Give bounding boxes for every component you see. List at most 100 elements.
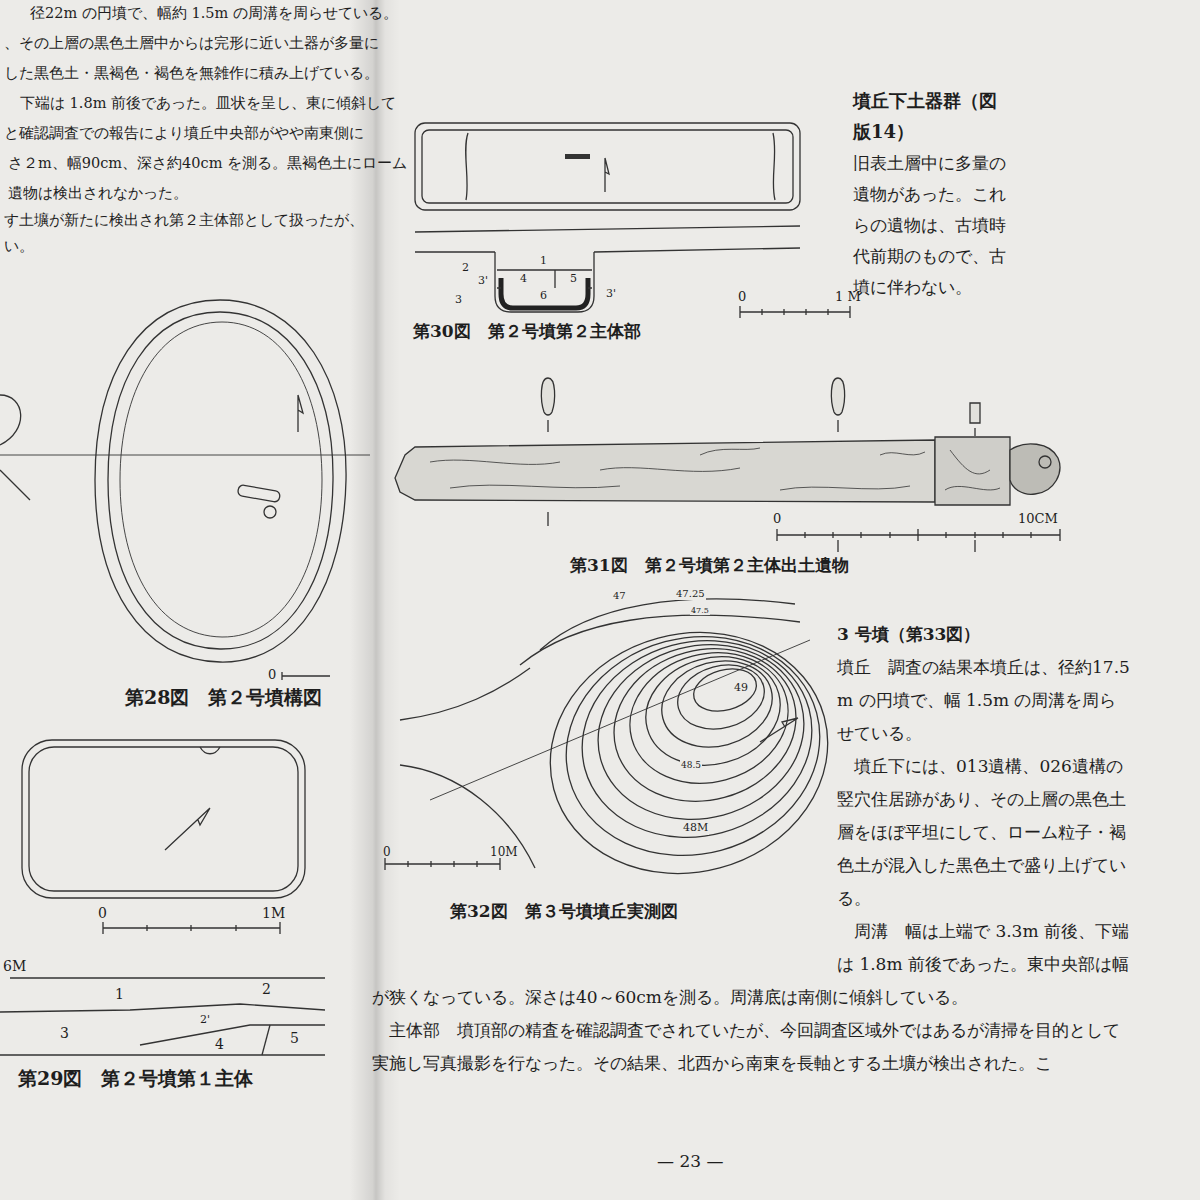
figure-label: 6M (3, 958, 26, 974)
contour-line (520, 615, 800, 665)
hilt-texture (945, 450, 1000, 490)
contour-line (578, 622, 823, 842)
cross-section (831, 378, 844, 415)
figure-label: 10CM (1018, 512, 1058, 527)
section-heading: 3 号墳（第33図） (372, 618, 1132, 651)
page-number: — 23 — (657, 1152, 723, 1172)
body-text-line: 、その上層の黒色土層中からは完形に近い土器が多量に (4, 35, 379, 52)
pit-inner-line (29, 747, 298, 891)
cross-section (970, 403, 980, 423)
pit-outline (415, 123, 800, 210)
body-paragraph: 周溝 幅は上端で 3.3m 前後、下端は 1.8m 前後であった。東中央部は幅が… (372, 915, 1132, 1014)
figure-label: 3' (478, 275, 488, 288)
scale-bar (740, 306, 850, 318)
moat-bottom-line (120, 322, 322, 637)
figure-label: 1 (540, 255, 547, 268)
north-arrow (605, 158, 609, 192)
section-pit (495, 252, 594, 312)
body-text-line: と確認調査での報告により墳丘中央部がやや南東側に (4, 125, 364, 142)
sword-blade (395, 440, 935, 502)
contour-line (670, 656, 771, 739)
body-paragraph: 主体部 墳頂部の精査を確認調査でされていたが、今回調査区域外ではあるが清掃を目的… (372, 1014, 1132, 1080)
section-line (430, 640, 810, 800)
figure-label: 2' (200, 1014, 210, 1027)
figure-caption: 第28図 第２号墳構図 (125, 687, 322, 709)
contour-value: 47 (612, 590, 627, 602)
text-column: 3 号墳（第33図）墳丘 調査の結果本墳丘は、径約17.5m の円墳で、幅 1.… (372, 618, 1132, 1080)
sword-pommel (1010, 444, 1060, 494)
body-text-line: い。 (4, 238, 34, 255)
body-text-line: 下端は 1.8m 前後であった。皿状を呈し、東に傾斜して (20, 95, 396, 112)
contour-value: 47.25 (675, 588, 706, 600)
section-heading: 墳丘下土器群（図版14） (853, 85, 1008, 147)
figure-caption: 第29図 第２号墳第１主体 (18, 1068, 253, 1090)
north-arrow (165, 808, 210, 850)
figure-label: 3' (606, 288, 616, 301)
figure-label: 2 (462, 262, 469, 275)
figure-caption: 第31図 第２号墳第２主体出土遺物 (570, 556, 849, 576)
adjacent-feature (0, 395, 30, 500)
contour-value: 48.5 (680, 760, 702, 770)
figure-label: 0 (268, 668, 276, 683)
body-text-line: 径22m の円墳で、幅約 1.5m の周溝を周らせている。 (30, 5, 398, 22)
pit-mark (264, 506, 276, 518)
contour-line (523, 602, 855, 904)
figure-caption: 第32図 第３号墳墳丘実測図 (450, 902, 678, 922)
contour-line (540, 599, 795, 650)
burial-pit (237, 484, 280, 502)
sword-position (565, 154, 590, 159)
section-layer-line (497, 270, 592, 288)
grid-line (0, 455, 370, 456)
contour-line (689, 662, 761, 717)
figure-label: 3 (60, 1025, 69, 1041)
scale-bar (103, 922, 280, 934)
sword-hilt (935, 437, 1010, 505)
section-layer-line (262, 1025, 270, 1055)
scale-bar (282, 672, 330, 680)
figure-label: 1 (115, 986, 124, 1002)
figure-label: 0 (383, 846, 391, 860)
figure-label: 0 (738, 290, 746, 305)
body-text-line: す土壙が新たに検出され第２主体部として扱ったが、 (4, 212, 364, 229)
section-surface (415, 226, 800, 232)
figure-label: 1M (262, 905, 285, 921)
body-text-line: さ２m、幅90cm、深さ約40cm を測る。黒褐色土にローム (8, 155, 407, 172)
scale-bar (385, 858, 500, 870)
pit-notch (200, 747, 220, 754)
section-surface (10, 977, 325, 978)
cross-section (541, 378, 554, 415)
section-bottom (0, 1054, 325, 1055)
figure-label: 0 (773, 512, 781, 527)
blade-texture (430, 448, 925, 490)
figure-label: 10M (490, 846, 518, 860)
figure-label: 5 (290, 1030, 299, 1046)
moat-inner-line (108, 312, 333, 649)
pit-inner-line (422, 130, 793, 203)
north-arrow (760, 718, 798, 742)
scale-bar (777, 529, 1060, 541)
body-paragraph: 墳丘下には、013遺構、026遺構の竪穴住居跡があり、その上層の黒色土層をほぼ平… (372, 750, 1132, 915)
body-paragraph: 旧表土層中に多量の遺物があった。これらの遺物は、古墳時代前期のもので、古墳に伴わ… (853, 148, 1013, 303)
contour-line (400, 765, 535, 868)
figure-label: 2 (262, 981, 271, 997)
contour-line (400, 668, 530, 720)
contour-line (634, 642, 793, 780)
figure-label: 4 (215, 1036, 224, 1052)
figure-label: 5 (570, 273, 577, 286)
north-arrow (298, 395, 303, 432)
body-text-line: した黒色土・黒褐色・褐色を無雑作に積み上げている。 (4, 65, 379, 82)
contour-line (597, 629, 814, 822)
body-text-line: 遺物は検出されなかった。 (8, 185, 188, 202)
mound-outline (95, 300, 346, 662)
section-layer-line (0, 1004, 325, 1012)
pommel-ring (1039, 456, 1051, 468)
section-ticks (548, 420, 975, 552)
figure-label: 3 (455, 294, 462, 307)
figure-caption: 第30図 第２号墳第２主体部 (413, 322, 641, 342)
figure-label: 6 (540, 290, 547, 303)
contour-value: 47.5 (690, 606, 710, 615)
section-layer-line (415, 248, 800, 252)
coffin-end-line (466, 133, 775, 200)
contour-value: 48M (682, 822, 709, 835)
pit-outline (22, 740, 305, 898)
